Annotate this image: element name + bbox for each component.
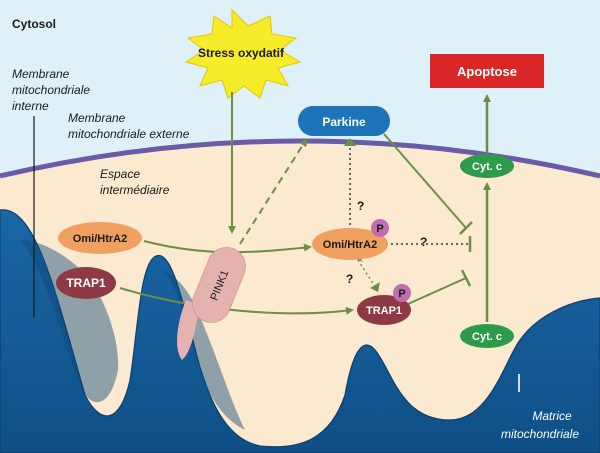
- trap1-left-to-right-arrow: [119, 287, 354, 315]
- cytc-bottom-label: Cyt. c: [472, 331, 502, 343]
- parkine-node: [298, 106, 390, 136]
- cytc-bottom-node: [460, 324, 514, 348]
- omi-trap1-arrowhead-down: [370, 282, 380, 292]
- apoptose-box: [430, 54, 544, 88]
- cytc-top-node: [460, 154, 514, 178]
- trap1-right-node: [357, 295, 411, 325]
- omi-left-label: Omi/HtrA2: [73, 233, 127, 245]
- cytosol-label: Cytosol: [12, 17, 56, 31]
- trap1-right-label: TRAP1: [366, 305, 402, 317]
- outer-membrane-label-1: Membrane: [68, 111, 126, 125]
- omi-right-node: [312, 228, 388, 260]
- omi-left-node: [58, 222, 142, 254]
- omi-to-parkine-arrowhead: [344, 138, 356, 146]
- outer-membrane-label-2: mitochondriale externe: [68, 127, 190, 141]
- crista-shade-mid: [160, 270, 245, 430]
- trap1-left-label: TRAP1: [66, 276, 106, 290]
- stress-label: Stress oxydatif: [198, 46, 285, 60]
- matrix-label-2: mitochondriale: [501, 427, 579, 441]
- trap1-inhibits-line: [407, 277, 467, 305]
- parkine-inhibits-bar: [459, 221, 473, 235]
- cytc-top-label: Cyt. c: [472, 161, 502, 173]
- pink1-tail: [177, 300, 200, 360]
- mitochondrial-matrix: [0, 209, 600, 453]
- trap1-left-node: [56, 267, 116, 299]
- pink1-to-parkine-dashed-arrow: [239, 138, 308, 245]
- stress-starburst: [184, 8, 302, 99]
- intermembrane-label-2: intermédiaire: [100, 183, 170, 197]
- trap1-inhibits-bar: [460, 269, 472, 287]
- inner-membrane-label-2: mitochondriale: [12, 83, 90, 97]
- phospho-trap1-label: P: [398, 288, 405, 300]
- parkine-label: Parkine: [322, 115, 366, 129]
- inner-membrane-label-1: Membrane: [12, 67, 70, 81]
- parkine-inhibits-line: [383, 133, 467, 229]
- matrix-label-1: Matrice: [532, 409, 572, 423]
- inner-membrane-label-3: interne: [12, 99, 49, 113]
- question-mark-omi-inhibit: ?: [420, 235, 427, 249]
- apoptose-label: Apoptose: [457, 64, 517, 79]
- crista-shade-left: [20, 240, 119, 403]
- phospho-omi-label: P: [376, 223, 383, 235]
- omi-right-label: Omi/HtrA2: [323, 239, 377, 251]
- pink1-node: [192, 247, 246, 323]
- phospho-omi-badge: [371, 219, 389, 237]
- phospho-trap1-badge: [393, 284, 411, 302]
- intermembrane-label-1: Espace: [100, 167, 140, 181]
- question-mark-parkine: ?: [357, 199, 364, 213]
- question-mark-omi-trap1: ?: [346, 272, 353, 286]
